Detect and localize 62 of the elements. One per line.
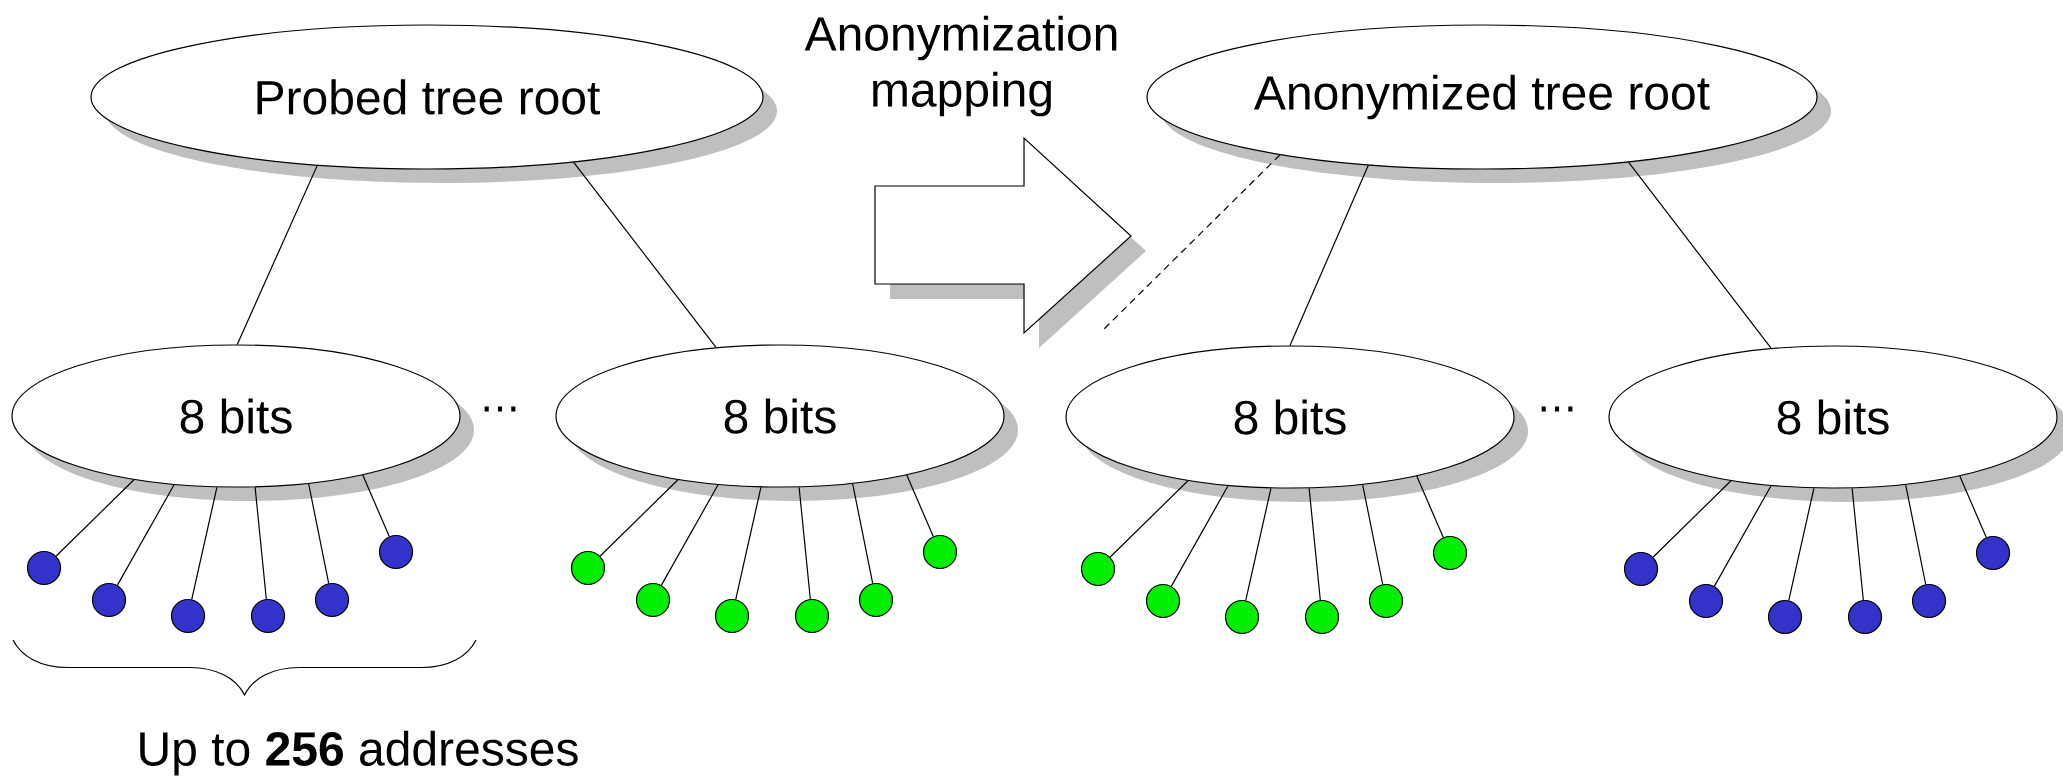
connector-line bbox=[362, 474, 390, 537]
connector-line bbox=[660, 484, 719, 586]
arrow-caption: Anonymization mapping bbox=[804, 15, 1117, 117]
connector-line bbox=[798, 486, 811, 600]
leaf-dot bbox=[1145, 583, 1181, 619]
connector-line bbox=[55, 479, 135, 557]
connector-line bbox=[1362, 484, 1384, 585]
connector-line bbox=[1308, 487, 1321, 601]
connector-line bbox=[906, 474, 934, 537]
leaf-dot bbox=[314, 582, 350, 618]
leaf-dot bbox=[635, 582, 671, 618]
leaf-dot bbox=[858, 582, 894, 618]
ellipse-node: Anonymized tree root bbox=[1146, 24, 1831, 183]
connector-line bbox=[599, 479, 679, 557]
leaf-dot bbox=[91, 582, 127, 618]
connector-line bbox=[1652, 480, 1732, 558]
connector-line bbox=[573, 161, 717, 348]
leaf-dot bbox=[922, 534, 958, 570]
ellipsis: ⋯ bbox=[484, 406, 516, 412]
leaf-dot bbox=[1080, 551, 1116, 587]
leaf-dot bbox=[170, 598, 206, 634]
leaf-dot bbox=[1432, 535, 1468, 571]
connector-line bbox=[1959, 475, 1987, 538]
leaf-dot bbox=[1975, 535, 2011, 571]
leaf-dot bbox=[26, 550, 62, 586]
connector-line bbox=[1628, 161, 1772, 349]
leaf-dot bbox=[714, 598, 750, 634]
brace-caption: Up to 256 addresses bbox=[140, 730, 578, 776]
connector-line bbox=[1245, 487, 1272, 601]
leaf-dot bbox=[1623, 551, 1659, 587]
connector-line bbox=[1289, 164, 1369, 346]
connector-line bbox=[735, 486, 762, 600]
connector-line bbox=[191, 486, 218, 600]
ellipse-node: Probed tree root bbox=[90, 24, 777, 183]
leaf-dot bbox=[378, 534, 414, 570]
connector-line bbox=[1416, 475, 1444, 538]
ellipse-node: 8 bits bbox=[555, 344, 1018, 501]
connector-line bbox=[1170, 485, 1229, 587]
connector-line bbox=[1851, 487, 1864, 601]
ellipse-node: 8 bits bbox=[1065, 345, 1528, 502]
leaf-dot bbox=[250, 598, 286, 634]
connector-line bbox=[852, 483, 874, 584]
connector-line bbox=[236, 165, 318, 345]
connector-line bbox=[254, 486, 267, 600]
connector-line bbox=[1713, 485, 1772, 587]
connector-line bbox=[1109, 480, 1189, 558]
ellipsis: ⋯ bbox=[1541, 406, 1573, 412]
leaf-dot bbox=[1847, 599, 1883, 635]
leaf-dot bbox=[1224, 599, 1260, 635]
ellipse-node: 8 bits bbox=[1608, 345, 2063, 502]
leaf-dot bbox=[1911, 583, 1947, 619]
leaf-dot bbox=[1688, 583, 1724, 619]
leaf-dot bbox=[570, 550, 606, 586]
leaf-dot bbox=[1304, 599, 1340, 635]
connector-line bbox=[308, 483, 330, 584]
leaf-dot bbox=[1368, 583, 1404, 619]
leaf-dot bbox=[1767, 599, 1803, 635]
leaf-dot bbox=[794, 598, 830, 634]
connector-line bbox=[1905, 484, 1927, 585]
connector-line bbox=[1788, 487, 1815, 601]
ellipse-node: 8 bits bbox=[11, 344, 474, 501]
connector-line bbox=[116, 484, 175, 586]
